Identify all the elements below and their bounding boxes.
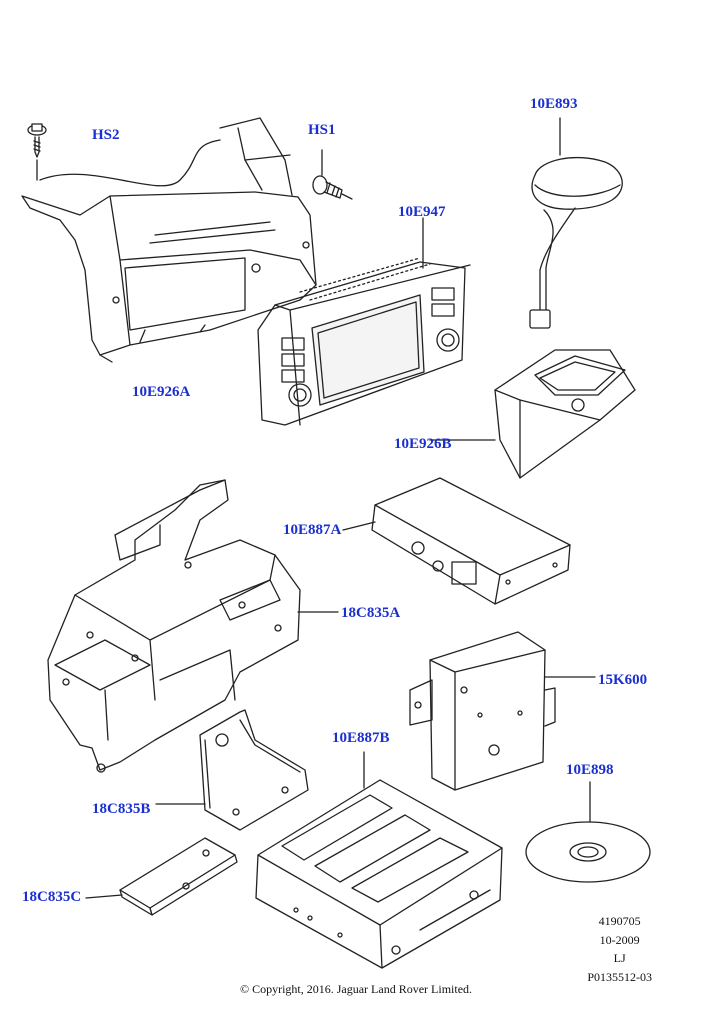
label-hs1: HS1 (308, 122, 336, 138)
label-10e898: 10E898 (566, 762, 614, 778)
plate-18c835c-drawing (85, 837, 238, 916)
bracket-18c835b-drawing (155, 709, 309, 831)
bracket-10e926a-drawing (21, 117, 317, 363)
module-15k600-drawing (409, 631, 596, 791)
label-18c835b: 18C835B (92, 801, 151, 817)
label-10e893: 10E893 (530, 96, 578, 112)
disc-10e898-drawing (525, 781, 651, 883)
drawing-author-code: LJ (613, 951, 626, 965)
label-hs2: HS2 (92, 127, 120, 143)
drawing-reference: P0135512-03 (587, 969, 652, 984)
label-10e926b: 10E926B (394, 436, 452, 452)
label-18c835a: 18C835A (341, 605, 401, 621)
drawing-date: 10-2009 (599, 932, 640, 947)
label-15k600: 15K600 (598, 672, 648, 688)
label-18c835c: 18C835C (22, 889, 82, 905)
bracket-18c835a-drawing (47, 479, 339, 773)
antenna-10e893-drawing (529, 117, 623, 329)
unit-10e887b-drawing (255, 751, 503, 969)
drawing-number: 4190705 (598, 914, 641, 928)
copyright-notice: © Copyright, 2016. Jaguar Land Rover Lim… (239, 982, 473, 996)
bolt-hs1-drawing (312, 149, 353, 200)
module-10e887a-drawing (342, 477, 571, 605)
screw-hs2-drawing (27, 123, 47, 181)
label-10e887b: 10E887B (332, 730, 390, 746)
drawing-info-block: 4190705 10-2009 LJ P0135512-03 (587, 912, 652, 986)
bezel-10e926b-drawing (429, 349, 636, 479)
label-10e887a: 10E887A (283, 522, 342, 538)
label-10e926a: 10E926A (132, 384, 191, 400)
label-10e947: 10E947 (398, 204, 446, 220)
head-unit-10e947-drawing (257, 217, 471, 426)
